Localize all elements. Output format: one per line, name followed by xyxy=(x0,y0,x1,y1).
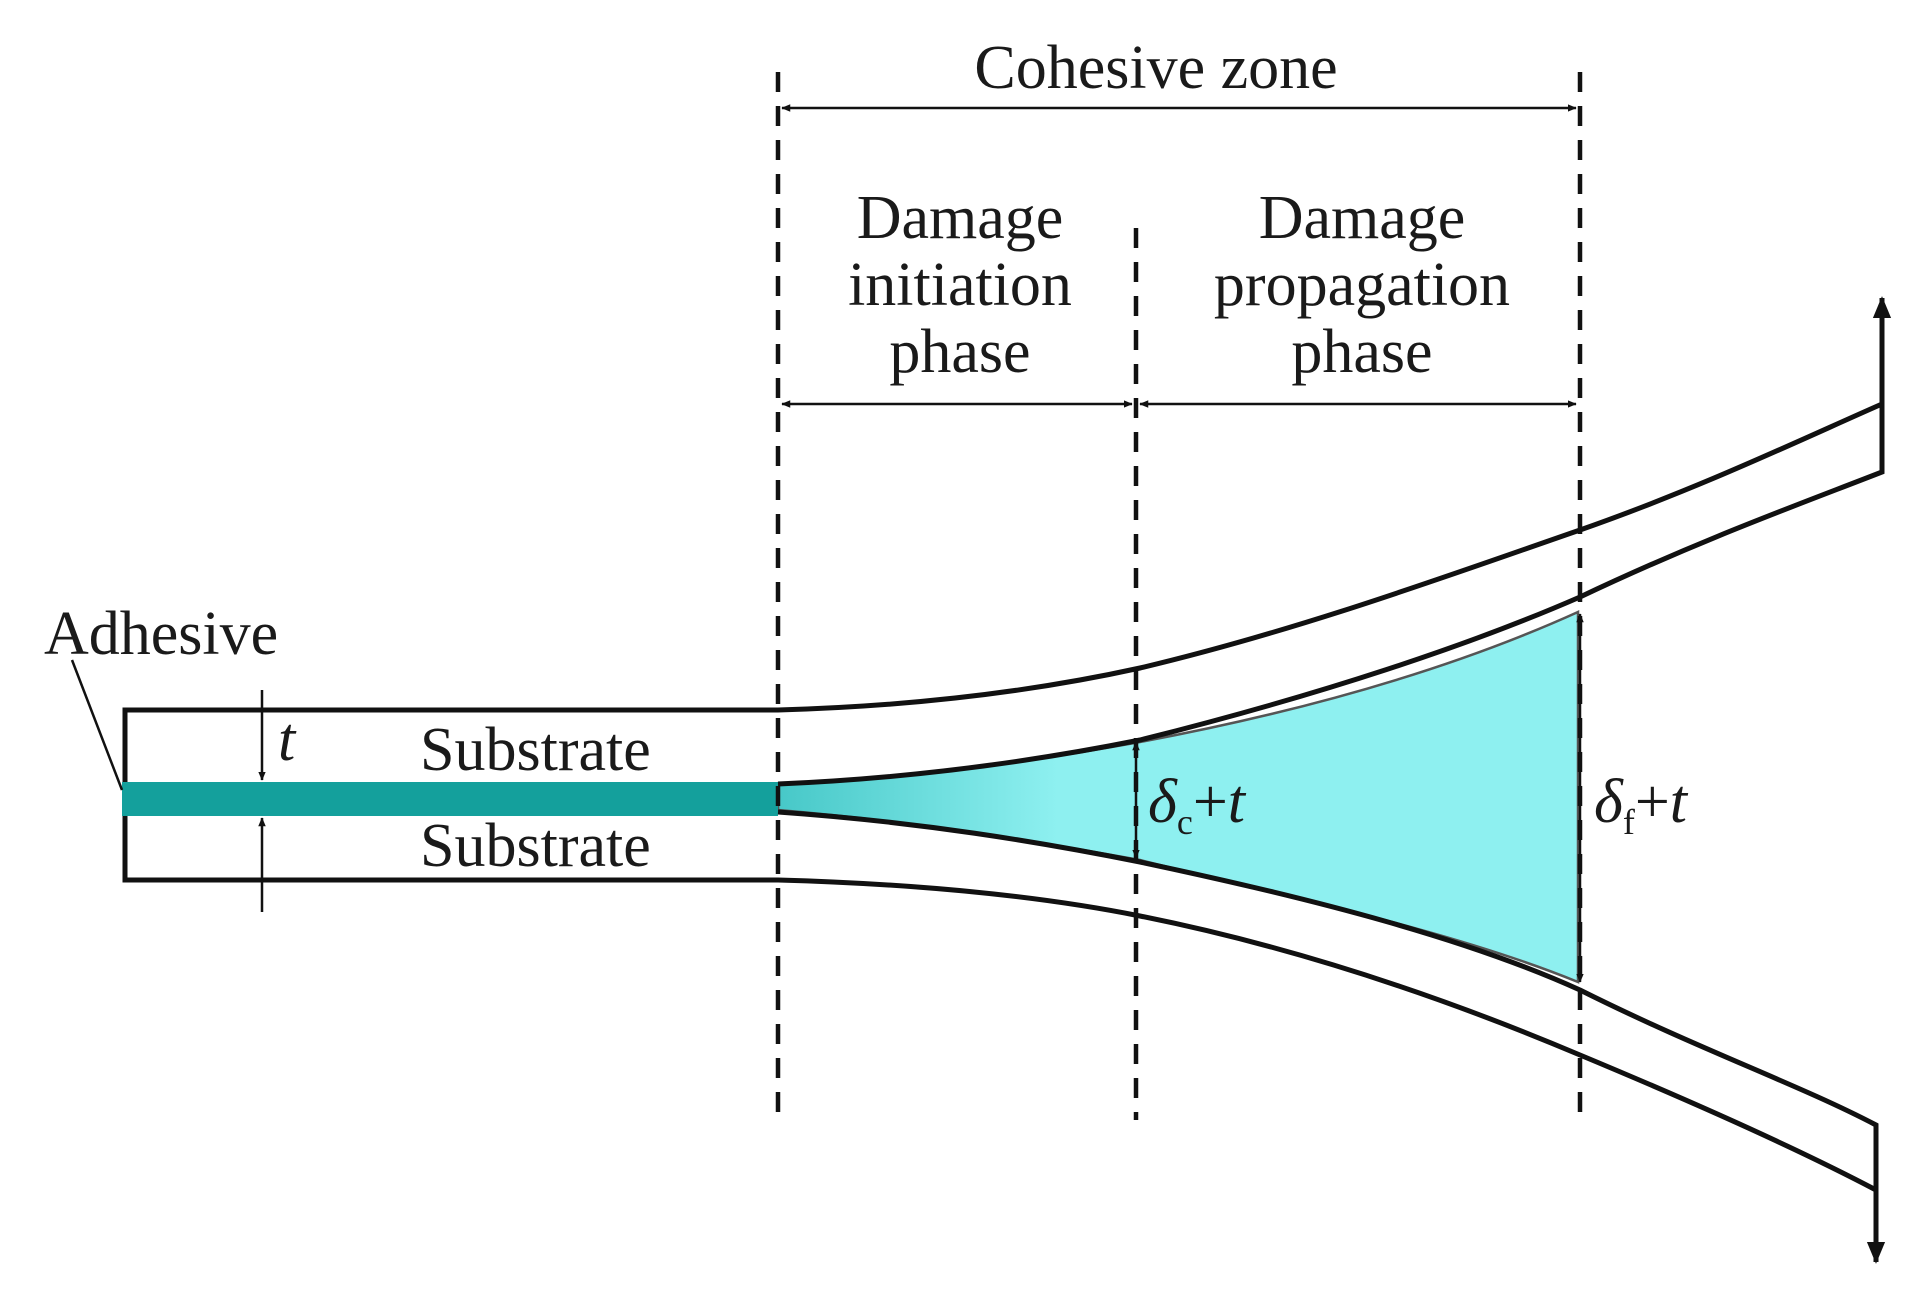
delta-c-subscript: c xyxy=(1177,802,1193,842)
initiation-line-3: phase xyxy=(889,318,1030,386)
propagation-line-1: Damage xyxy=(1259,184,1466,252)
substrate-bottom-label: Substrate xyxy=(420,812,651,880)
delta-f-symbol: δ xyxy=(1594,768,1624,836)
delta-c-plus: + xyxy=(1193,768,1228,836)
substrate-top-label: Substrate xyxy=(420,716,651,784)
initiation-line-2: initiation xyxy=(848,251,1072,319)
adhesive-layer xyxy=(122,782,778,816)
bottom-substrate-outline xyxy=(122,809,1879,1195)
thickness-label: t xyxy=(278,706,297,774)
propagation-line-3: phase xyxy=(1291,318,1432,386)
delta-c-var: t xyxy=(1228,768,1247,836)
delta-f-subscript: f xyxy=(1623,802,1635,842)
propagation-line-2: propagation xyxy=(1214,251,1510,319)
initiation-phase-label: Damage initiation phase xyxy=(848,184,1072,386)
delta-f-var: t xyxy=(1670,768,1689,836)
propagation-phase-label: Damage propagation phase xyxy=(1214,184,1510,386)
adhesive-leader xyxy=(70,659,124,791)
adhesive-label: Adhesive xyxy=(44,600,278,668)
delta-f-label: δf+t xyxy=(1594,768,1689,842)
top-substrate-outline xyxy=(122,400,1885,787)
cohesive-zone-label: Cohesive zone xyxy=(974,34,1337,102)
initiation-line-1: Damage xyxy=(857,184,1064,252)
delta-c-symbol: δ xyxy=(1148,768,1178,836)
delta-f-plus: + xyxy=(1635,768,1670,836)
delta-c-label: δc+t xyxy=(1148,768,1247,842)
